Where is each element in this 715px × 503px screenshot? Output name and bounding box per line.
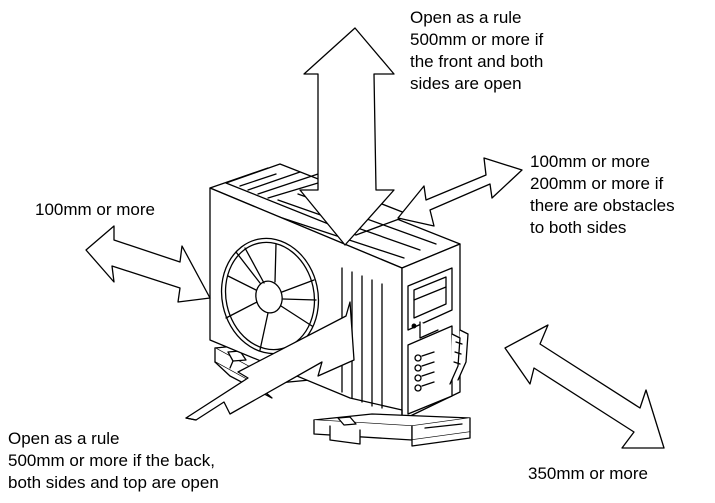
bottom-left-line-2: 500mm or more if the back,: [8, 451, 215, 470]
arrow-left: [85, 225, 211, 303]
back-side-clearance-label: 100mm or more: [35, 199, 155, 221]
right-line-4: to both sides: [530, 218, 627, 237]
right-line-3: there are obstacles: [530, 196, 675, 215]
top-line-1: Open as a rule: [410, 8, 522, 27]
front-clearance-label: Open as a rule 500mm or more if the back…: [8, 428, 219, 494]
top-line-4: sides are open: [410, 74, 522, 93]
front-pallet: [313, 413, 471, 447]
terminal-block: [414, 351, 435, 392]
bottom-left-line-1: Open as a rule: [8, 429, 120, 448]
service-clearance-label: 350mm or more: [528, 463, 648, 485]
fan-icon: [220, 237, 320, 355]
arrow-bottom-left: [185, 301, 355, 421]
arrow-front-right: [504, 324, 665, 449]
top-line-2: 500mm or more if: [410, 30, 544, 49]
bottom-right-line-1: 350mm or more: [528, 464, 648, 483]
left-line-1: 100mm or more: [35, 200, 155, 219]
arrow-right: [397, 157, 523, 227]
right-line-2: 200mm or more if: [530, 174, 664, 193]
bottom-left-line-3: both sides and top are open: [8, 473, 219, 492]
service-panel: [407, 267, 469, 415]
side-clearance-label: 100mm or more 200mm or more if there are…: [530, 151, 675, 239]
right-line-1: 100mm or more: [530, 152, 650, 171]
top-line-3: the front and both: [410, 52, 544, 71]
top-clearance-label: Open as a rule 500mm or more if the fron…: [410, 7, 543, 95]
front-slots: [341, 267, 383, 409]
arrow-top: [299, 27, 395, 246]
